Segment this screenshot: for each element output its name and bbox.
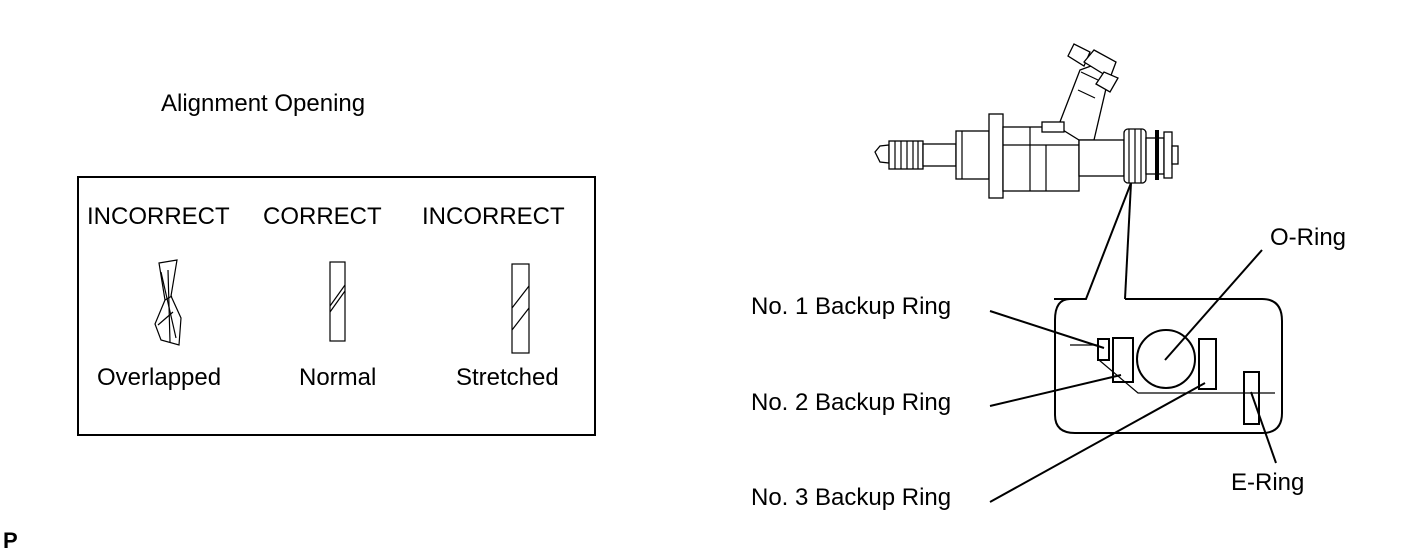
alignment-panel <box>77 176 596 436</box>
status-stretched: INCORRECT <box>422 203 565 230</box>
backup-ring-2-shape <box>1112 337 1134 383</box>
detail-section <box>1070 329 1275 425</box>
backup-ring-3-label: No. 3 Backup Ring <box>751 484 951 511</box>
normal-ring-icon <box>329 261 346 342</box>
corner-mark: P <box>3 528 18 553</box>
condition-normal: Normal <box>299 364 376 391</box>
backup-ring-1-label: No. 1 Backup Ring <box>751 293 951 320</box>
e-ring-shape <box>1243 371 1260 425</box>
backup-ring-3-shape <box>1198 338 1217 390</box>
stretched-ring-icon <box>511 263 530 354</box>
alignment-title: Alignment Opening <box>161 90 365 117</box>
o-ring-label: O-Ring <box>1270 224 1346 251</box>
status-normal: CORRECT <box>263 203 382 230</box>
status-overlapped: INCORRECT <box>87 203 230 230</box>
detail-callout <box>1053 182 1283 434</box>
overlapped-ring-icon <box>154 259 182 346</box>
backup-ring-1-shape <box>1097 338 1110 361</box>
leader-lines <box>989 249 1277 503</box>
o-ring-shape <box>1136 329 1196 389</box>
backup-ring-2-label: No. 2 Backup Ring <box>751 389 951 416</box>
e-ring-label: E-Ring <box>1231 469 1304 496</box>
condition-overlapped: Overlapped <box>97 364 221 391</box>
condition-stretched: Stretched <box>456 364 559 391</box>
fuel-injector-illustration <box>874 43 1179 199</box>
